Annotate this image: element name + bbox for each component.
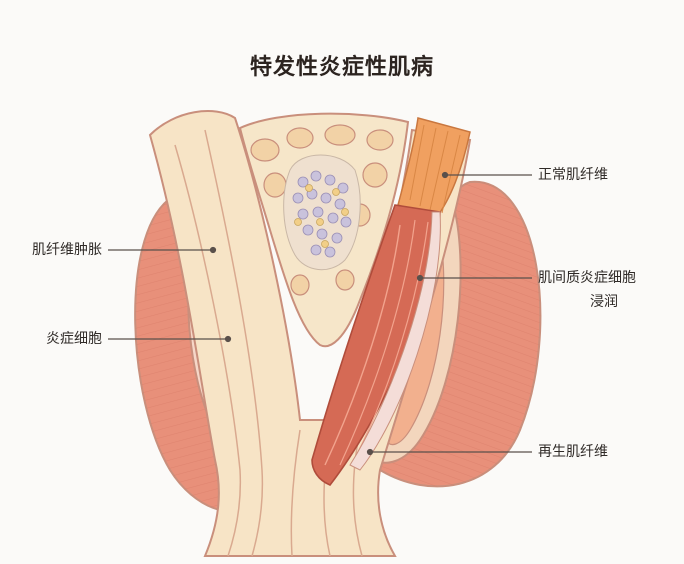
label-interstitial-line1: 肌间质炎症细胞	[538, 270, 636, 286]
label-interstitial-line2: 浸润	[590, 294, 618, 310]
leader-lines	[108, 171, 532, 456]
cross-section	[238, 112, 410, 348]
label-regenerating-fiber: 再生肌纤维	[538, 444, 608, 460]
label-fiber-swelling: 肌纤维肿胀	[32, 242, 102, 258]
label-inflammatory-cells: 炎症细胞	[46, 331, 102, 347]
diagram-title: 特发性炎症性肌病	[249, 55, 434, 80]
interstitial-fiber	[311, 204, 441, 486]
label-normal-fiber: 正常肌纤维	[538, 167, 608, 183]
